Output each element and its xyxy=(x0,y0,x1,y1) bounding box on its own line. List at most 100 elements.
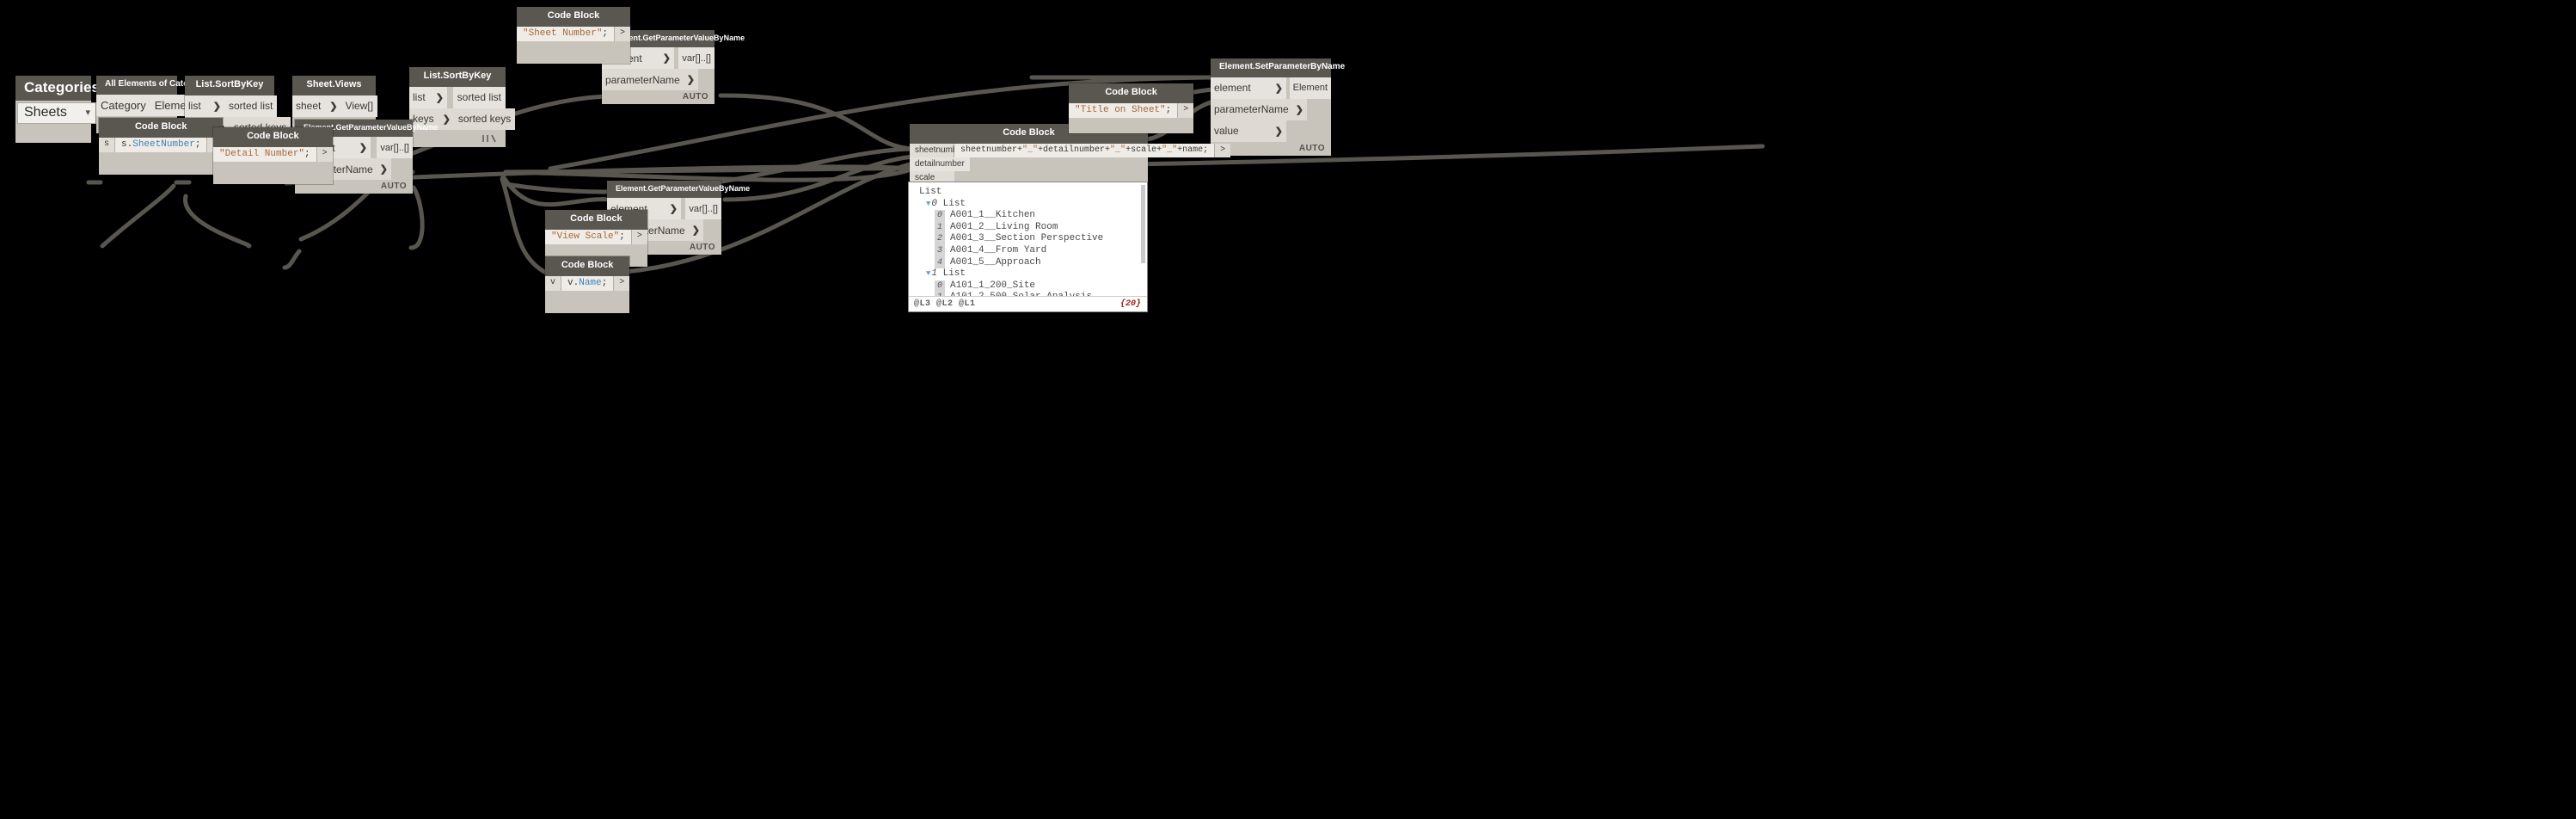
code-token: ; xyxy=(194,139,201,150)
code-block-sheet-number[interactable]: Code Block "Sheet Number"; > xyxy=(517,7,631,64)
categories-dropdown[interactable]: Sheets ▾ xyxy=(17,102,96,124)
code-block-text[interactable]: v.Name; xyxy=(561,275,614,291)
code-block-text[interactable]: s.SheetNumber; xyxy=(115,137,207,152)
triangle-collapse-icon[interactable]: ▼ xyxy=(926,269,931,279)
output-port-sorted-keys[interactable]: sorted keys xyxy=(453,108,516,130)
code-block-detail-number[interactable]: Code Block "Detail Number"; > xyxy=(213,127,333,184)
output-port-element[interactable]: Element xyxy=(1289,77,1331,99)
preview-item-value: A001_3__Section Perspective xyxy=(950,233,1104,244)
preview-item-index: 0 xyxy=(935,210,946,222)
input-port-parameter-name[interactable]: parameterName ❯ xyxy=(1211,98,1307,120)
code-block-input-port-sheetnumber[interactable]: sheetnumber xyxy=(910,143,965,157)
lacing-label[interactable]: AUTO xyxy=(682,92,708,102)
code-token: "Detail Number" xyxy=(219,148,305,159)
output-port-var[interactable]: var[]..[] xyxy=(678,47,715,70)
port-label: element xyxy=(1214,82,1251,94)
chevron-right-icon: ❯ xyxy=(442,114,451,125)
code-block-output-port[interactable]: > xyxy=(613,275,630,291)
preview-item-index: 0 xyxy=(935,280,946,292)
lacing-label[interactable]: AUTO xyxy=(1298,143,1325,153)
input-port-sheet[interactable]: sheet ❯ xyxy=(292,95,341,117)
node-title: Code Block xyxy=(1069,83,1194,103)
triangle-collapse-icon[interactable]: ▼ xyxy=(926,199,931,208)
code-block-text[interactable]: "Sheet Number"; xyxy=(517,26,615,41)
code-block-output-port[interactable]: > xyxy=(1177,102,1194,118)
code-block-text[interactable]: sheetnumber+"_"+detailnumber+"_"+scale+"… xyxy=(954,143,1215,157)
input-port-parameter-name[interactable]: parameterName ❯ xyxy=(602,69,698,91)
lacing-label[interactable]: AUTO xyxy=(380,182,407,192)
node-list-sortbykey-2[interactable]: List.SortByKey list ❯ sorted list keys ❯… xyxy=(409,67,516,147)
node-setparameterbyname[interactable]: Element.SetParameterByName element ❯ Ele… xyxy=(1211,58,1345,156)
input-port-element[interactable]: element ❯ xyxy=(1211,77,1286,99)
output-port-view-array[interactable]: View[] xyxy=(340,95,378,117)
code-block-input-port-scale[interactable]: scale xyxy=(910,170,954,185)
preview-item-row[interactable]: 0 A001_1__Kitchen xyxy=(914,210,1144,222)
input-port-list[interactable]: list ❯ xyxy=(185,95,224,117)
code-token: +detailnumber+ xyxy=(1038,145,1111,155)
preview-item-value: A001_4__From Yard xyxy=(950,244,1047,256)
dropdown-value: Sheets xyxy=(24,104,67,120)
preview-scrollbar-thumb[interactable] xyxy=(1141,185,1145,263)
chevron-right-icon: ❯ xyxy=(686,75,695,86)
code-block-title-on-sheet[interactable]: Code Block "Title on Sheet"; > xyxy=(1069,83,1194,133)
code-block-text[interactable]: "Title on Sheet"; xyxy=(1069,102,1178,118)
node-categories[interactable]: Categories Sheets ▾ Category xyxy=(15,76,156,143)
preview-group-row[interactable]: ▼1 List xyxy=(914,268,1144,280)
lacing-label[interactable]: AUTO xyxy=(689,243,715,253)
chevron-right-icon: ❯ xyxy=(1295,104,1303,115)
code-block-view-name[interactable]: Code Block v v.Name; > xyxy=(545,256,630,313)
chevron-right-icon: ❯ xyxy=(212,101,221,112)
node-title: Element.GetParameterValueByName xyxy=(607,181,750,199)
output-port-sorted-list[interactable]: sorted list xyxy=(224,95,278,117)
node-title: Sheet.Views xyxy=(292,76,376,95)
code-block-sheetnumber-property[interactable]: Code Block s s.SheetNumber; > xyxy=(99,118,224,175)
code-block-input-port-detailnumber[interactable]: detailnumber xyxy=(910,157,970,171)
code-block-filler xyxy=(99,151,224,175)
output-port-var[interactable]: var[]..[] xyxy=(685,198,721,220)
preview-levels-label[interactable]: @L3 @L2 @L1 xyxy=(914,299,976,309)
preview-scrollbar[interactable] xyxy=(1141,185,1145,293)
chevron-right-icon: ❯ xyxy=(1274,126,1283,137)
code-block-filler xyxy=(517,40,631,64)
preview-group-label: List xyxy=(937,198,966,209)
preview-group-row[interactable]: ▼0 List xyxy=(914,199,1144,211)
preview-item-row[interactable]: 1A101_2_500_Solar Analysis xyxy=(914,292,1144,296)
port-label: list xyxy=(188,100,201,113)
code-block-input-port[interactable]: s xyxy=(99,137,116,152)
code-token: "_" xyxy=(1110,145,1126,155)
chevron-right-icon: ❯ xyxy=(1274,83,1283,94)
code-block-output-port[interactable]: > xyxy=(614,26,631,41)
code-token: "View Scale" xyxy=(551,231,620,242)
input-port-list[interactable]: list ❯ xyxy=(409,86,447,108)
code-block-output-port[interactable]: > xyxy=(316,146,333,162)
output-port-var[interactable]: var[]..[] xyxy=(377,137,413,159)
port-label: list xyxy=(413,91,426,104)
code-block-output-port[interactable]: > xyxy=(1214,143,1231,157)
preview-item-value: A001_2__Living Room xyxy=(950,221,1058,232)
port-label: value xyxy=(1214,125,1239,137)
node-title: List.SortByKey xyxy=(409,67,506,87)
code-block-output-port[interactable]: > xyxy=(630,229,647,244)
code-block-input-port[interactable]: v xyxy=(545,275,562,291)
code-block-text[interactable]: "Detail Number"; xyxy=(213,146,316,162)
node-spacer xyxy=(1286,77,1290,99)
input-port-category[interactable]: Category xyxy=(96,94,150,116)
code-token: v. xyxy=(567,277,580,288)
node-spacer xyxy=(702,219,721,242)
lacing-cross-product-icon[interactable] xyxy=(480,133,499,144)
code-block-text[interactable]: "View Scale"; xyxy=(545,229,631,244)
preview-root-label: List xyxy=(914,187,1144,199)
preview-footer: @L3 @L2 @L1 {20} xyxy=(909,296,1147,311)
output-port-sorted-list[interactable]: sorted list xyxy=(452,86,506,108)
input-port-value[interactable]: value ❯ xyxy=(1211,120,1286,142)
preview-item-value: A001_1__Kitchen xyxy=(950,210,1036,221)
